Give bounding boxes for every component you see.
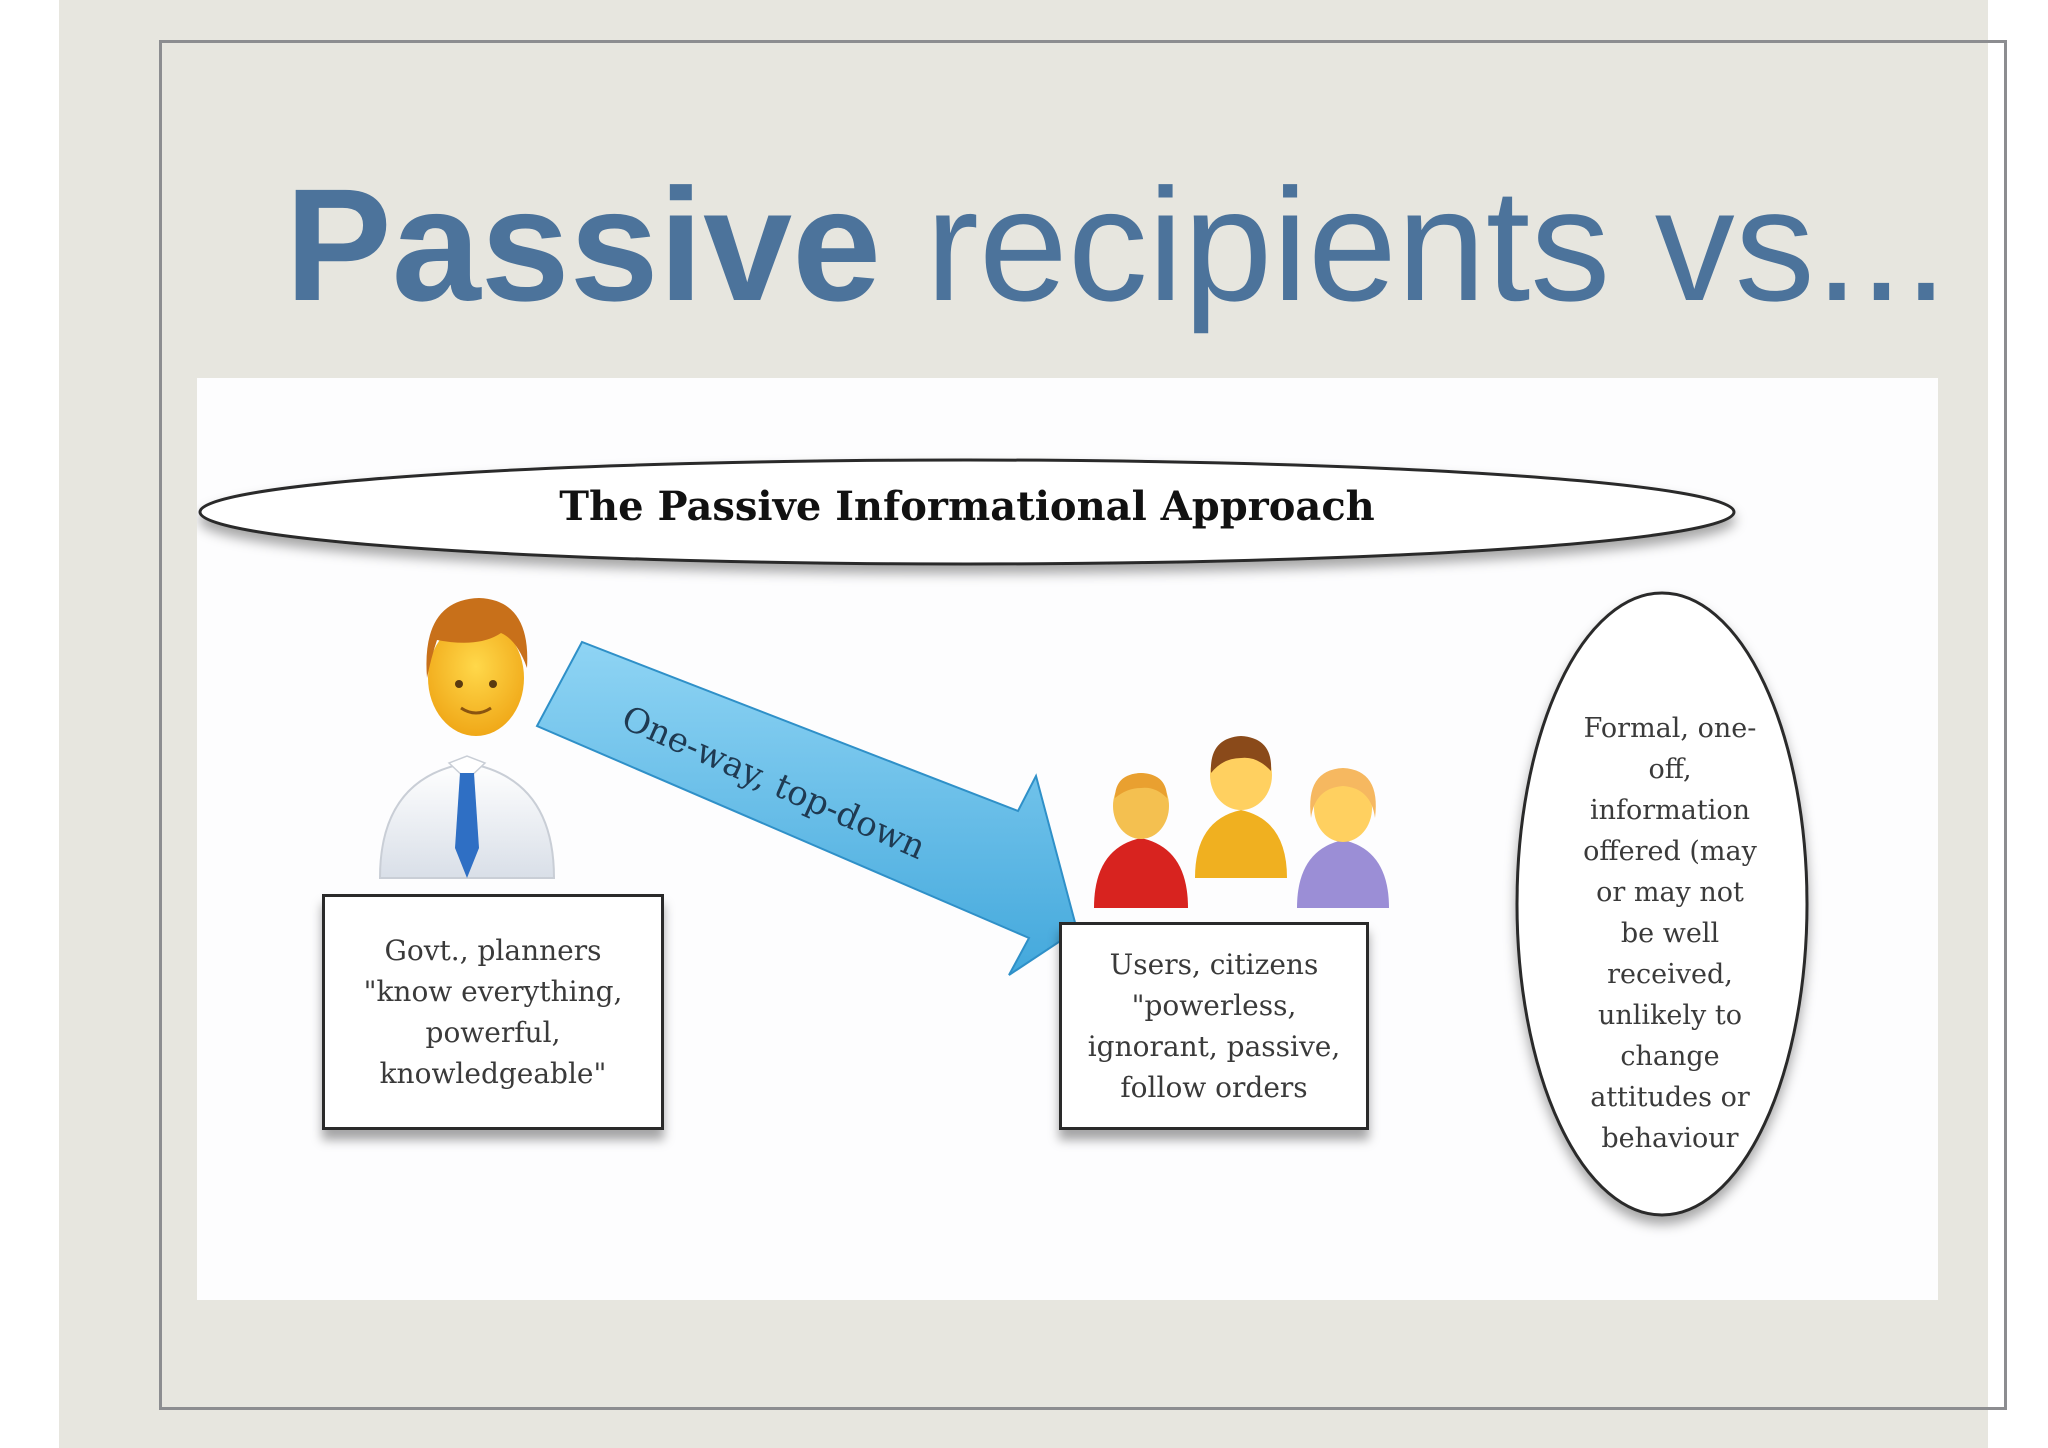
users-citizens-box: Users, citizens "powerless, ignorant, pa… — [1059, 922, 1369, 1130]
header-oval-label: The Passive Informational Approach — [559, 483, 1375, 530]
note-oval — [1515, 591, 1809, 1217]
note-line: behaviour — [1601, 1123, 1739, 1154]
slide-title-bold: Passive — [285, 155, 882, 334]
users-box-line: ignorant, passive, — [1087, 1030, 1341, 1063]
header-oval — [198, 458, 1736, 566]
govt-box-line: Govt., planners — [384, 934, 602, 967]
govt-box-line: knowledgeable" — [379, 1057, 607, 1090]
note-line: or may not — [1596, 877, 1744, 908]
note-line: received, — [1607, 959, 1733, 990]
citizens-icon — [1094, 736, 1389, 908]
note-line: attitudes or — [1590, 1082, 1750, 1113]
note-line: off, — [1648, 754, 1692, 785]
note-line: information — [1589, 795, 1750, 826]
users-box-line: follow orders — [1120, 1071, 1308, 1104]
note-line: offered (may — [1583, 836, 1757, 867]
govt-planners-box: Govt., planners "know everything, powerf… — [322, 894, 664, 1130]
govt-box-line: "know everything, — [363, 975, 623, 1008]
note-line: be well — [1620, 918, 1720, 949]
note-oval-label: Formal, one- off, information offered (m… — [1555, 708, 1785, 1159]
slide-title-rest: recipients vs... — [881, 155, 1949, 334]
govt-box-line: powerful, — [425, 1016, 561, 1049]
users-box-line: "powerless, — [1131, 989, 1297, 1022]
diagram-graphics — [198, 458, 1809, 1217]
diagram-panel: The Passive Informational Approach One-w… — [197, 378, 1938, 1300]
slide-frame — [159, 40, 2007, 1410]
slide-background: Passive recipients vs... — [59, 0, 2007, 1448]
one-way-arrow — [535, 640, 1079, 976]
users-box-line: Users, citizens — [1109, 948, 1319, 981]
note-line: change — [1620, 1041, 1720, 1072]
planner-icon — [378, 598, 556, 879]
note-line: unlikely to — [1598, 1000, 1742, 1031]
slide-title: Passive recipients vs... — [285, 160, 1948, 330]
note-line: Formal, one- — [1583, 713, 1757, 744]
